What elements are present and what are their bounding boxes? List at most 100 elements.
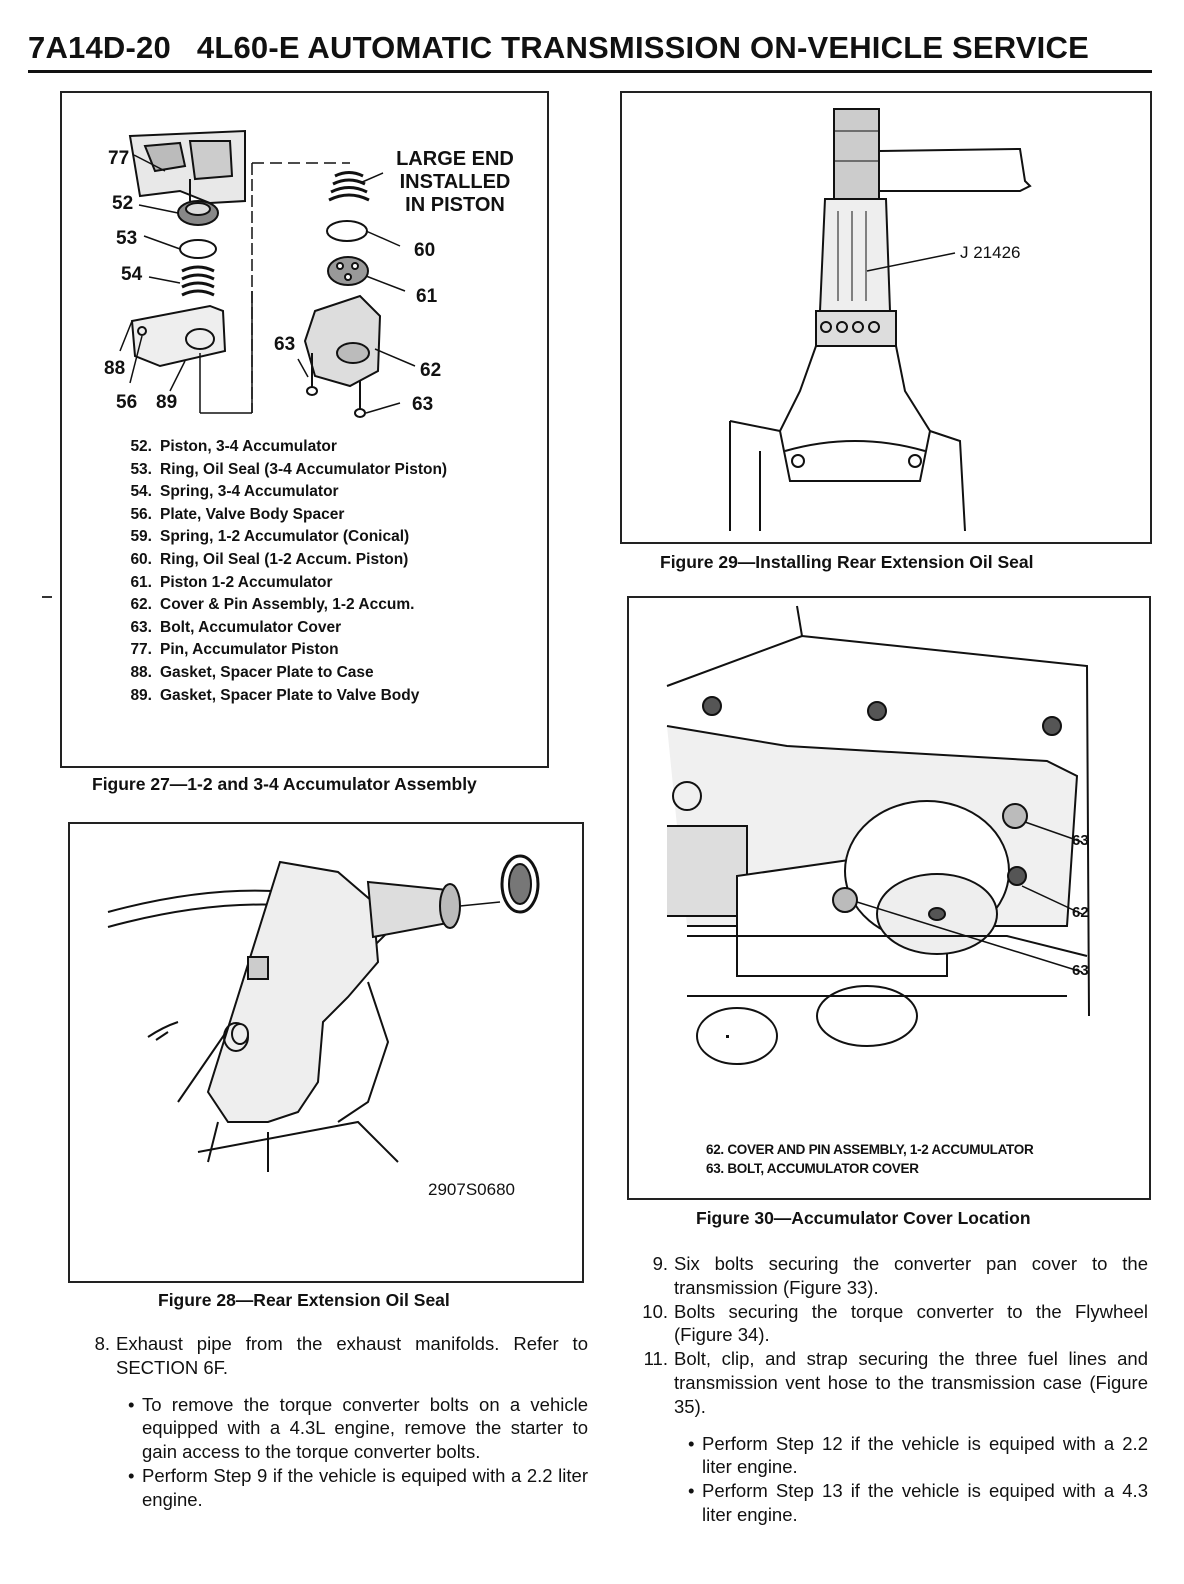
callout-54: 54 — [121, 264, 143, 285]
callout-56: 56 — [116, 392, 138, 413]
bullet-dot: • — [128, 1393, 135, 1415]
legend-text: Gasket, Spacer Plate to Case — [160, 663, 374, 681]
callout-53: 53 — [116, 228, 138, 249]
legend-row: 63. Bolt, Accumulator Cover — [115, 617, 447, 640]
page-title: 4L60-E AUTOMATIC TRANSMISSION ON-VEHICLE… — [196, 30, 1089, 65]
figure-29-tool-label: J 21426 — [960, 243, 1021, 262]
bullet-dot: • — [128, 1464, 135, 1486]
step-text: Six bolts securing the converter pan cov… — [674, 1253, 1148, 1298]
figure-30-caption: Figure 30—Accumulator Cover Location — [696, 1208, 1031, 1228]
step-9: 9. Six bolts securing the converter pan … — [634, 1252, 1148, 1300]
page-header: 7A14D-20 4L60-E AUTOMATIC TRANSMISSION ON… — [28, 30, 1152, 73]
legend-row: 88. Gasket, Spacer Plate to Case — [115, 662, 447, 685]
callout-89: 89 — [156, 392, 178, 413]
legend-number: 77. — [130, 641, 152, 659]
legend-row: 53. Ring, Oil Seal (3-4 Accumulator Pisto… — [115, 459, 447, 482]
legend-row: 77. Pin, Accumulator Piston — [115, 639, 447, 662]
figure-27-box — [60, 91, 549, 768]
figure-29-caption: Figure 29—Installing Rear Extension Oil … — [660, 552, 1034, 572]
note-line: IN PISTON — [405, 194, 505, 216]
bullet-text: Perform Step 12 if the vehicle is equipe… — [702, 1432, 1148, 1478]
legend-text: Bolt, Accumulator Cover — [160, 618, 342, 636]
bullet-item: • To remove the torque converter bolts o… — [128, 1393, 588, 1464]
step-number: 10. — [642, 1300, 668, 1322]
bullet-text: Perform Step 9 if the vehicle is equiped… — [142, 1464, 588, 1510]
section-number: 7A14D-20 — [28, 30, 171, 65]
legend-text: Spring, 3-4 Accumulator — [160, 483, 339, 501]
legend-text: Ring, Oil Seal (3-4 Accumulator Piston) — [160, 460, 448, 478]
legend-text: Cover & Pin Assembly, 1-2 Accum. — [160, 596, 415, 614]
figure-30-legend: 62. COVER AND PIN ASSEMBLY, 1-2 ACCUMULA… — [706, 1140, 1034, 1178]
callout-77: 77 — [108, 148, 130, 169]
legend-row: 56. Plate, Valve Body Spacer — [115, 504, 447, 527]
callout-52: 52 — [112, 193, 134, 214]
figure-29-illustration — [729, 108, 1032, 532]
legend-number: 53. — [130, 460, 152, 478]
step-number: 11. — [643, 1348, 668, 1370]
legend-text: Gasket, Spacer Plate to Valve Body — [160, 686, 420, 704]
step-number: 8. — [94, 1333, 110, 1354]
bullet-text: To remove the torque converter bolts on … — [142, 1393, 588, 1463]
bullet-dot: • — [688, 1432, 695, 1454]
legend-number: 61. — [130, 573, 152, 591]
legend-number: 63. — [130, 618, 152, 636]
callout-88: 88 — [104, 358, 126, 379]
figure-30-callout-63b: 63 — [1072, 962, 1089, 979]
figure-27-caption: Figure 27—1-2 and 3-4 Accumulator Assemb… — [92, 774, 477, 794]
legend-text: Piston, 3-4 Accumulator — [160, 438, 337, 455]
legend-row: 52. Piston, 3-4 Accumulator — [115, 436, 447, 459]
bullet-text: Perform Step 13 if the vehicle is equipe… — [702, 1480, 1148, 1525]
legend-row: 61. Piston 1-2 Accumulator — [115, 572, 447, 595]
legend-line: 63. BOLT, ACCUMULATOR COVER — [706, 1161, 919, 1176]
callout-60: 60 — [414, 240, 436, 261]
legend-text: Plate, Valve Body Spacer — [160, 505, 345, 523]
legend-row: 60. Ring, Oil Seal (1-2 Accum. Piston) — [115, 549, 447, 572]
figure-27-illustration — [119, 129, 416, 418]
legend-number: 88. — [130, 663, 152, 681]
bullet-dot: • — [688, 1480, 695, 1502]
margin-mark — [42, 596, 52, 598]
legend-text: Pin, Accumulator Piston — [160, 641, 339, 659]
legend-number: 60. — [130, 550, 152, 568]
legend-number: 56. — [130, 505, 152, 523]
legend-line: 62. COVER AND PIN ASSEMBLY, 1-2 ACCUMULA… — [706, 1142, 1034, 1157]
figure-27-legend: 52. Piston, 3-4 Accumulator 53. Ring, Oil … — [115, 436, 447, 707]
step-text: Bolt, clip, and strap securing the three… — [674, 1348, 1148, 1417]
figure-30-illustration — [666, 605, 1090, 1065]
legend-text: Piston 1-2 Accumulator — [160, 573, 333, 591]
step-text: Exhaust pipe from the exhaust manifolds.… — [116, 1333, 588, 1378]
callout-62: 62 — [420, 360, 442, 381]
step-number: 9. — [652, 1253, 668, 1274]
callout-63b: 63 — [412, 394, 434, 415]
callout-61: 61 — [416, 286, 438, 307]
figure-30-callout-62: 62 — [1072, 904, 1089, 921]
bullet-item: • Perform Step 13 if the vehicle is equi… — [688, 1479, 1148, 1527]
legend-row: 89. Gasket, Spacer Plate to Valve Body — [115, 685, 447, 708]
step-11: 11. Bolt, clip, and strap securing the t… — [634, 1347, 1148, 1418]
legend-row: 59. Spring, 1-2 Accumulator (Conical) — [115, 526, 447, 549]
bullet-item: • Perform Step 12 if the vehicle is equi… — [688, 1432, 1148, 1480]
step-8: 8. Exhaust pipe from the exhaust manifol… — [76, 1332, 588, 1380]
legend-number: 54. — [130, 483, 152, 501]
step-text: Bolts securing the torque converter to t… — [674, 1300, 1148, 1346]
left-column-text: 8. Exhaust pipe from the exhaust manifol… — [76, 1332, 588, 1512]
legend-text: Ring, Oil Seal (1-2 Accum. Piston) — [160, 550, 409, 568]
legend-row: 54. Spring, 3-4 Accumulator — [115, 481, 447, 504]
legend-number: 59. — [130, 528, 152, 546]
legend-text: Spring, 1-2 Accumulator (Conical) — [160, 528, 410, 546]
figure-27-note: LARGE END INSTALLED IN PISTON — [380, 148, 530, 217]
legend-number: 89. — [130, 686, 152, 704]
step-10: 10. Bolts securing the torque converter … — [634, 1300, 1148, 1348]
bullet-item: • Perform Step 9 if the vehicle is equip… — [128, 1464, 588, 1512]
note-line: INSTALLED — [399, 171, 511, 193]
note-line: LARGE END — [396, 148, 514, 170]
callout-63a: 63 — [274, 334, 296, 355]
figure-28-caption: Figure 28—Rear Extension Oil Seal — [158, 1290, 450, 1310]
figure-30-callout-63a: 63 — [1072, 832, 1089, 849]
legend-row: 62. Cover & Pin Assembly, 1-2 Accum. — [115, 594, 447, 617]
legend-number: 62. — [130, 596, 152, 614]
figure-28-code: 2907S0680 — [428, 1180, 515, 1199]
figure-28-illustration — [107, 854, 540, 1172]
legend-number: 52. — [130, 438, 152, 455]
right-column-text: 9. Six bolts securing the converter pan … — [634, 1252, 1148, 1527]
